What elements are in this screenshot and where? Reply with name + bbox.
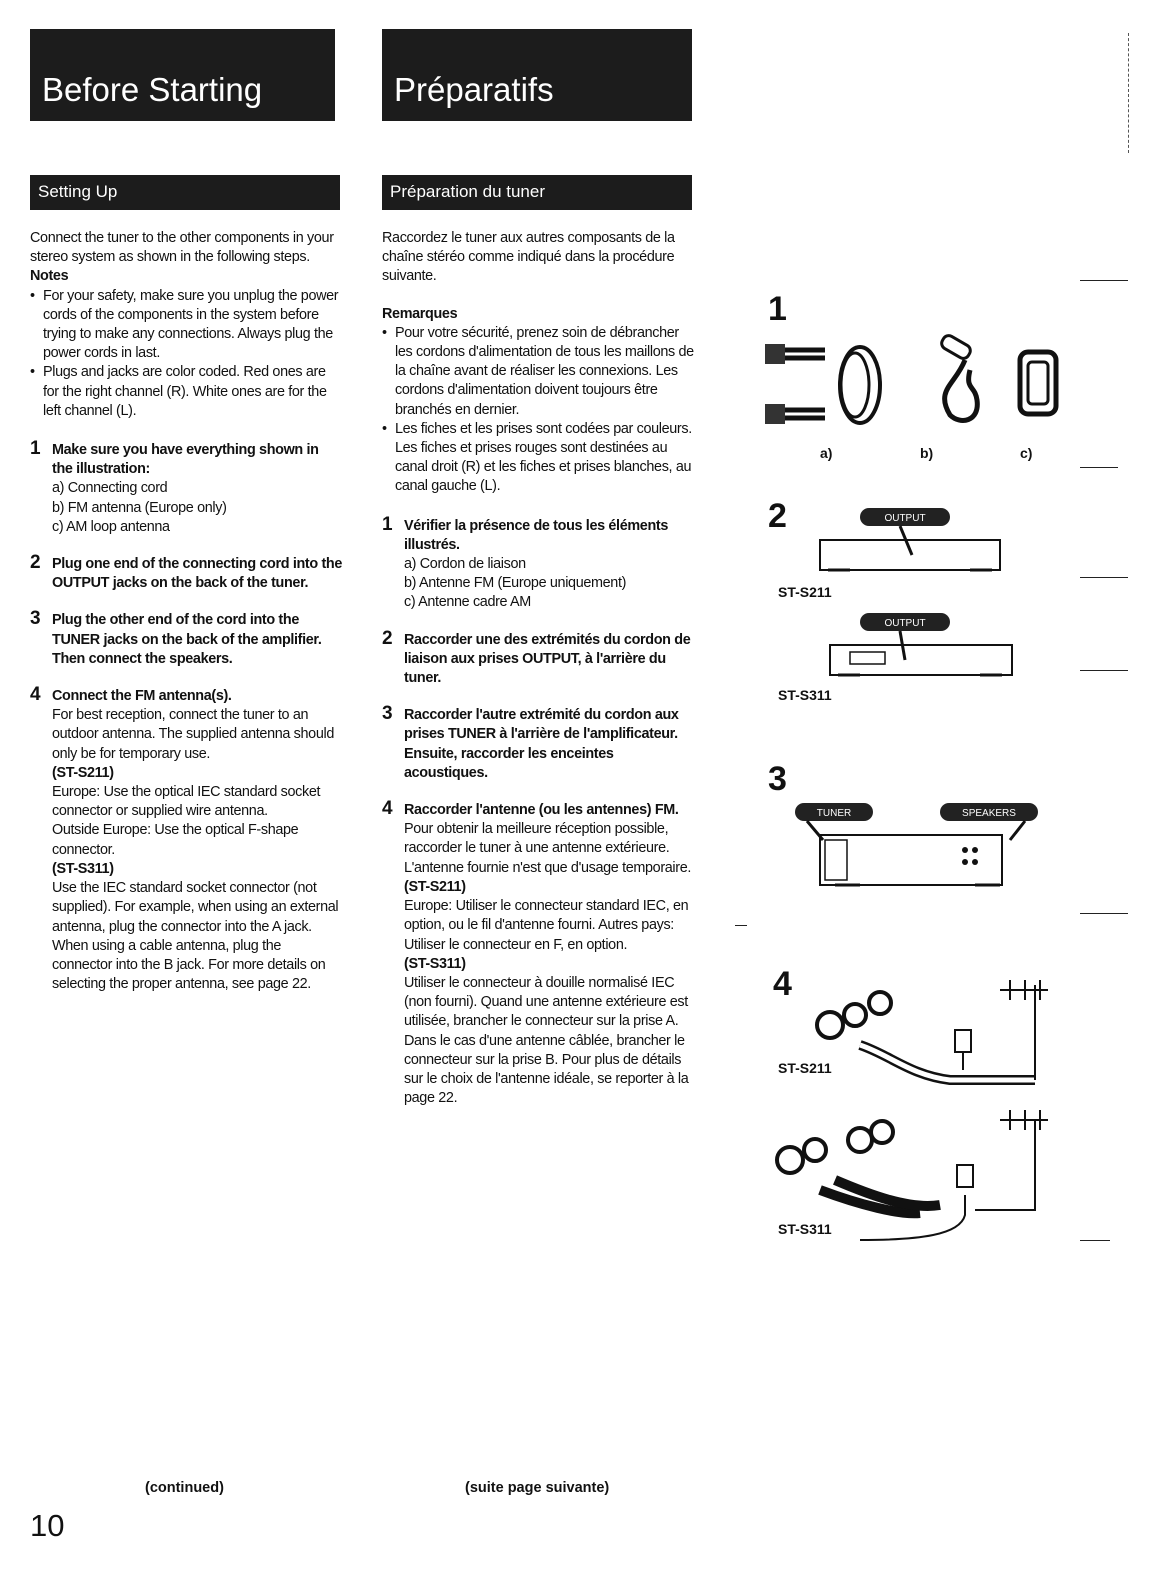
edge-mark	[1080, 280, 1128, 281]
step-number: 3	[382, 703, 393, 725]
note-fr: Les fiches et les prises sont codées par…	[382, 420, 694, 497]
step-body: Pour obtenir la meilleure réception poss…	[404, 821, 692, 876]
section-title-fr: Préparation du tuner	[390, 182, 545, 201]
model-label-s211: ST-S211	[778, 584, 832, 600]
model-label: (ST-S211)	[52, 764, 114, 781]
output-tag: OUTPUT	[884, 513, 925, 524]
antenna-connection-drawing-s311	[775, 1110, 1048, 1241]
step-number: 2	[382, 627, 393, 649]
item-label-b: b)	[920, 445, 934, 461]
step-number: 2	[30, 552, 41, 574]
step-en: 2 Plug one end of the connecting cord in…	[30, 552, 342, 593]
margin-rule	[1128, 33, 1129, 153]
edge-mark	[1080, 913, 1128, 914]
tuner-rear-panel-drawing: OUTPUT	[819, 508, 1001, 572]
step-en: 3 Plug the other end of the cord into th…	[30, 608, 342, 669]
accessories-drawing	[765, 334, 1059, 425]
model-text: Use the IEC standard socket connector (n…	[52, 880, 339, 993]
notes-title-fr: Remarques	[382, 305, 458, 322]
item-c: c) AM loop antenna	[52, 518, 170, 535]
item-label-a: a)	[820, 445, 833, 461]
step-en: 4 Connect the FM antenna(s). For best re…	[30, 684, 342, 994]
page-title-en: Before Starting	[42, 71, 263, 108]
illustration-step-number: 3	[768, 760, 787, 798]
step-fr: 1 Vérifier la présence de tous les éléme…	[382, 513, 694, 613]
title-banner-fr: Préparatifs	[382, 29, 692, 121]
illustration-step-number: 2	[768, 497, 787, 535]
model-label-s211-antenna: ST-S211	[778, 1060, 832, 1076]
item-c: c) Antenne cadre AM	[404, 594, 531, 611]
note-fr: Pour votre sécurité, prenez soin de débr…	[382, 324, 694, 420]
illustration-step-number: 4	[773, 965, 792, 1003]
item-b: b) Antenne FM (Europe uniquement)	[404, 575, 627, 592]
step-title: Vérifier la présence de tous les élément…	[404, 517, 668, 553]
model-label: (ST-S311)	[52, 860, 114, 877]
edge-mark	[735, 925, 747, 926]
model-text: Utiliser le connecteur à douille normali…	[404, 974, 689, 1107]
section-banner-fr: Préparation du tuner	[382, 175, 692, 210]
model-label-s311-antenna: ST-S311	[778, 1221, 832, 1237]
intro-text-en: Connect the tuner to the other component…	[30, 230, 334, 266]
edge-mark	[1080, 1240, 1110, 1241]
step-en: 1 Make sure you have everything shown in…	[30, 438, 342, 537]
model-text: Europe: Use the optical IEC standard soc…	[52, 784, 321, 820]
illustration-step-number: 1	[768, 290, 787, 328]
step-fr: 4 Raccorder l'antenne (ou les antennes) …	[382, 798, 694, 1108]
step-title: Plug one end of the connecting cord into…	[52, 556, 342, 592]
amplifier-rear-panel-drawing: TUNER SPEAKERS	[795, 803, 1038, 887]
item-b: b) FM antenna (Europe only)	[52, 499, 227, 516]
antenna-connection-drawing-s211	[815, 980, 1048, 1085]
note-en: For your safety, make sure you unplug th…	[30, 287, 342, 364]
tuner-tag: TUNER	[817, 808, 851, 819]
edge-mark	[1080, 577, 1128, 578]
english-column: Connect the tuner to the other component…	[30, 229, 342, 994]
step-number: 3	[30, 608, 41, 630]
page-number: 10	[30, 1508, 65, 1543]
intro-text-fr: Raccordez le tuner aux autres composants…	[382, 230, 675, 285]
step-number: 4	[382, 798, 393, 820]
model-label: (ST-S311)	[404, 955, 466, 972]
step-number: 4	[30, 684, 41, 706]
step-title: Raccorder l'autre extrémité du cordon au…	[404, 707, 679, 781]
speakers-tag: SPEAKERS	[962, 808, 1016, 819]
step-fr: 3 Raccorder l'autre extrémité du cordon …	[382, 703, 694, 783]
edge-mark	[1080, 670, 1128, 671]
step-number: 1	[382, 513, 393, 535]
step-fr: 2 Raccorder une des extrémités du cordon…	[382, 627, 694, 689]
note-en: Plugs and jacks are color coded. Red one…	[30, 363, 342, 421]
section-title-en: Setting Up	[38, 182, 118, 201]
section-banner-en: Setting Up	[30, 175, 340, 210]
edge-mark	[1080, 467, 1118, 468]
tuner-rear-panel-drawing: OUTPUT	[829, 613, 1013, 677]
model-label: (ST-S211)	[404, 878, 466, 895]
step-title: Make sure you have everything shown in t…	[52, 442, 319, 478]
output-tag: OUTPUT	[884, 618, 925, 629]
notes-title-en: Notes	[30, 268, 69, 285]
item-a: a) Connecting cord	[52, 480, 168, 497]
model-text: Europe: Utiliser le connecteur standard …	[404, 898, 689, 953]
model-label-s311: ST-S311	[778, 687, 832, 703]
continued-note-fr: (suite page suivante)	[465, 1480, 610, 1496]
page-title-fr: Préparatifs	[394, 71, 554, 108]
step-number: 1	[30, 438, 41, 460]
step-title: Raccorder l'antenne (ou les antennes) FM…	[404, 802, 679, 819]
item-label-c: c)	[1020, 445, 1033, 461]
step-title: Connect the FM antenna(s).	[52, 688, 232, 705]
item-a: a) Cordon de liaison	[404, 556, 526, 573]
step-title: Raccorder une des extrémités du cordon d…	[404, 631, 691, 687]
model-text: Outside Europe: Use the optical F-shape …	[52, 822, 299, 858]
title-banner-en: Before Starting	[30, 29, 335, 121]
continued-note-en: (continued)	[145, 1480, 224, 1496]
step-body: For best reception, connect the tuner to…	[52, 707, 334, 762]
step-title: Plug the other end of the cord into the …	[52, 612, 322, 667]
french-column: Raccordez le tuner aux autres composants…	[382, 229, 694, 1108]
